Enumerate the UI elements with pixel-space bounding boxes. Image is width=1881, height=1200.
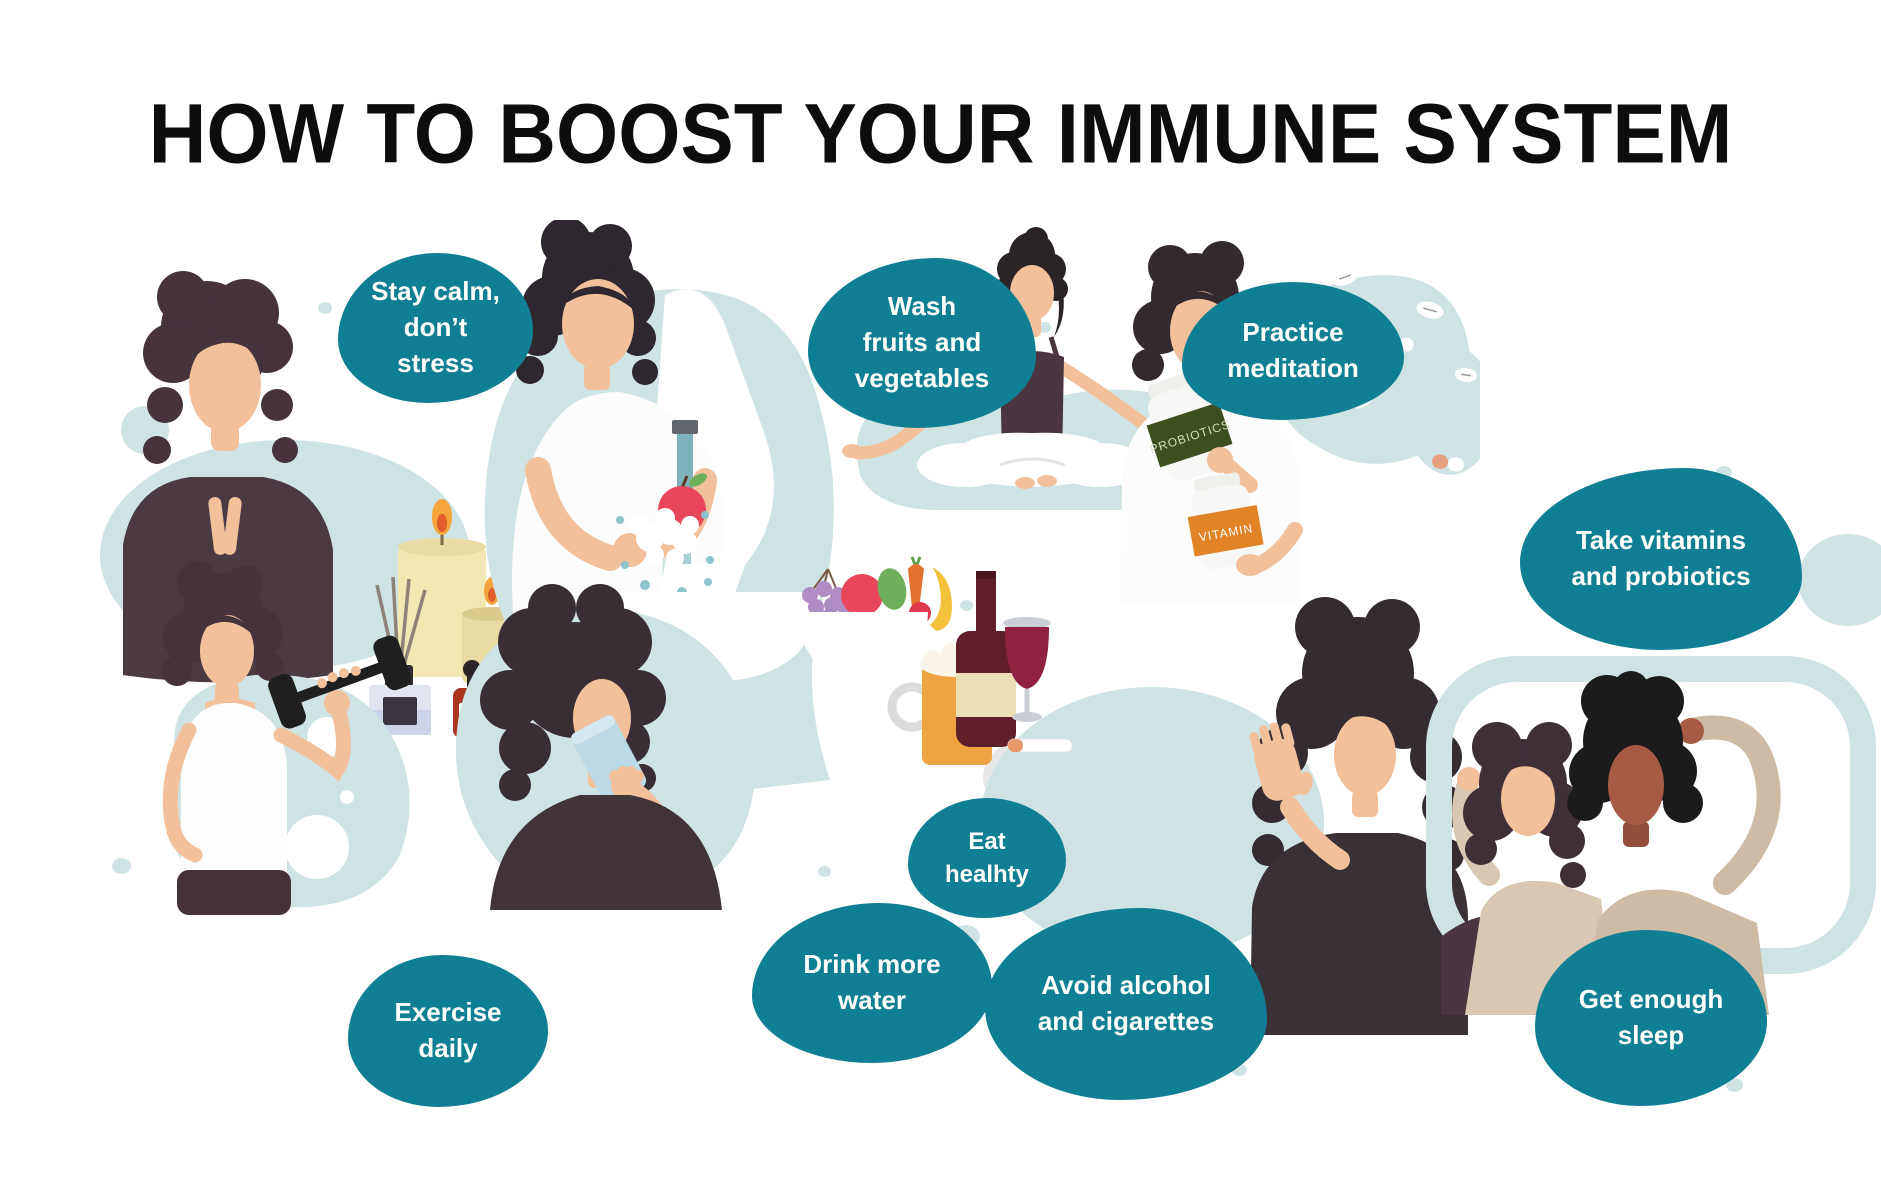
person-exercising [162,561,412,915]
background-dot [318,302,332,314]
background-dot [960,600,973,611]
cigarette-icon [1007,738,1073,753]
wine-bottle-icon [956,571,1016,747]
tip-bubble-exercise: Exercise daily [348,955,548,1107]
vitamin-jar-icon: VITAMIN [1187,472,1264,570]
illustration-exercise [162,561,412,915]
illustration-food-and-alcohol [798,556,1468,1035]
tip-bubble-stay-calm: Stay calm, don’t stress [338,253,533,403]
soap-foam [628,508,699,567]
tip-bubble-avoid-alcohol: Avoid alcohol and cigarettes [985,908,1267,1100]
tip-bubble-eat-healthy: Eat healhty [908,798,1066,918]
background-dot [1726,1078,1743,1092]
background-dot [1038,322,1051,333]
tip-bubble-drink-water: Drink more water [752,903,992,1063]
fruit-bowl-icon [798,556,952,679]
background-blob [1798,534,1881,626]
person-drinking [480,584,722,910]
wine-glass-icon [1003,617,1051,722]
tip-bubble-sleep: Get enough sleep [1535,930,1767,1106]
tip-bubble-meditation: Practice meditation [1182,282,1404,420]
tip-bubble-wash-fruits: Wash fruits and vegetables [808,258,1036,428]
background-dot [112,858,131,874]
dumbbell-icon [268,635,412,729]
tip-bubble-vitamins: Take vitamins and probiotics [1520,468,1802,650]
background-dot [818,866,831,877]
page-title: HOW TO BOOST YOUR IMMUNE SYSTEM [148,86,1733,181]
illustration-drink-water [455,584,756,910]
stop-hand-icon [1249,722,1313,801]
person-refusing [1249,597,1468,1035]
